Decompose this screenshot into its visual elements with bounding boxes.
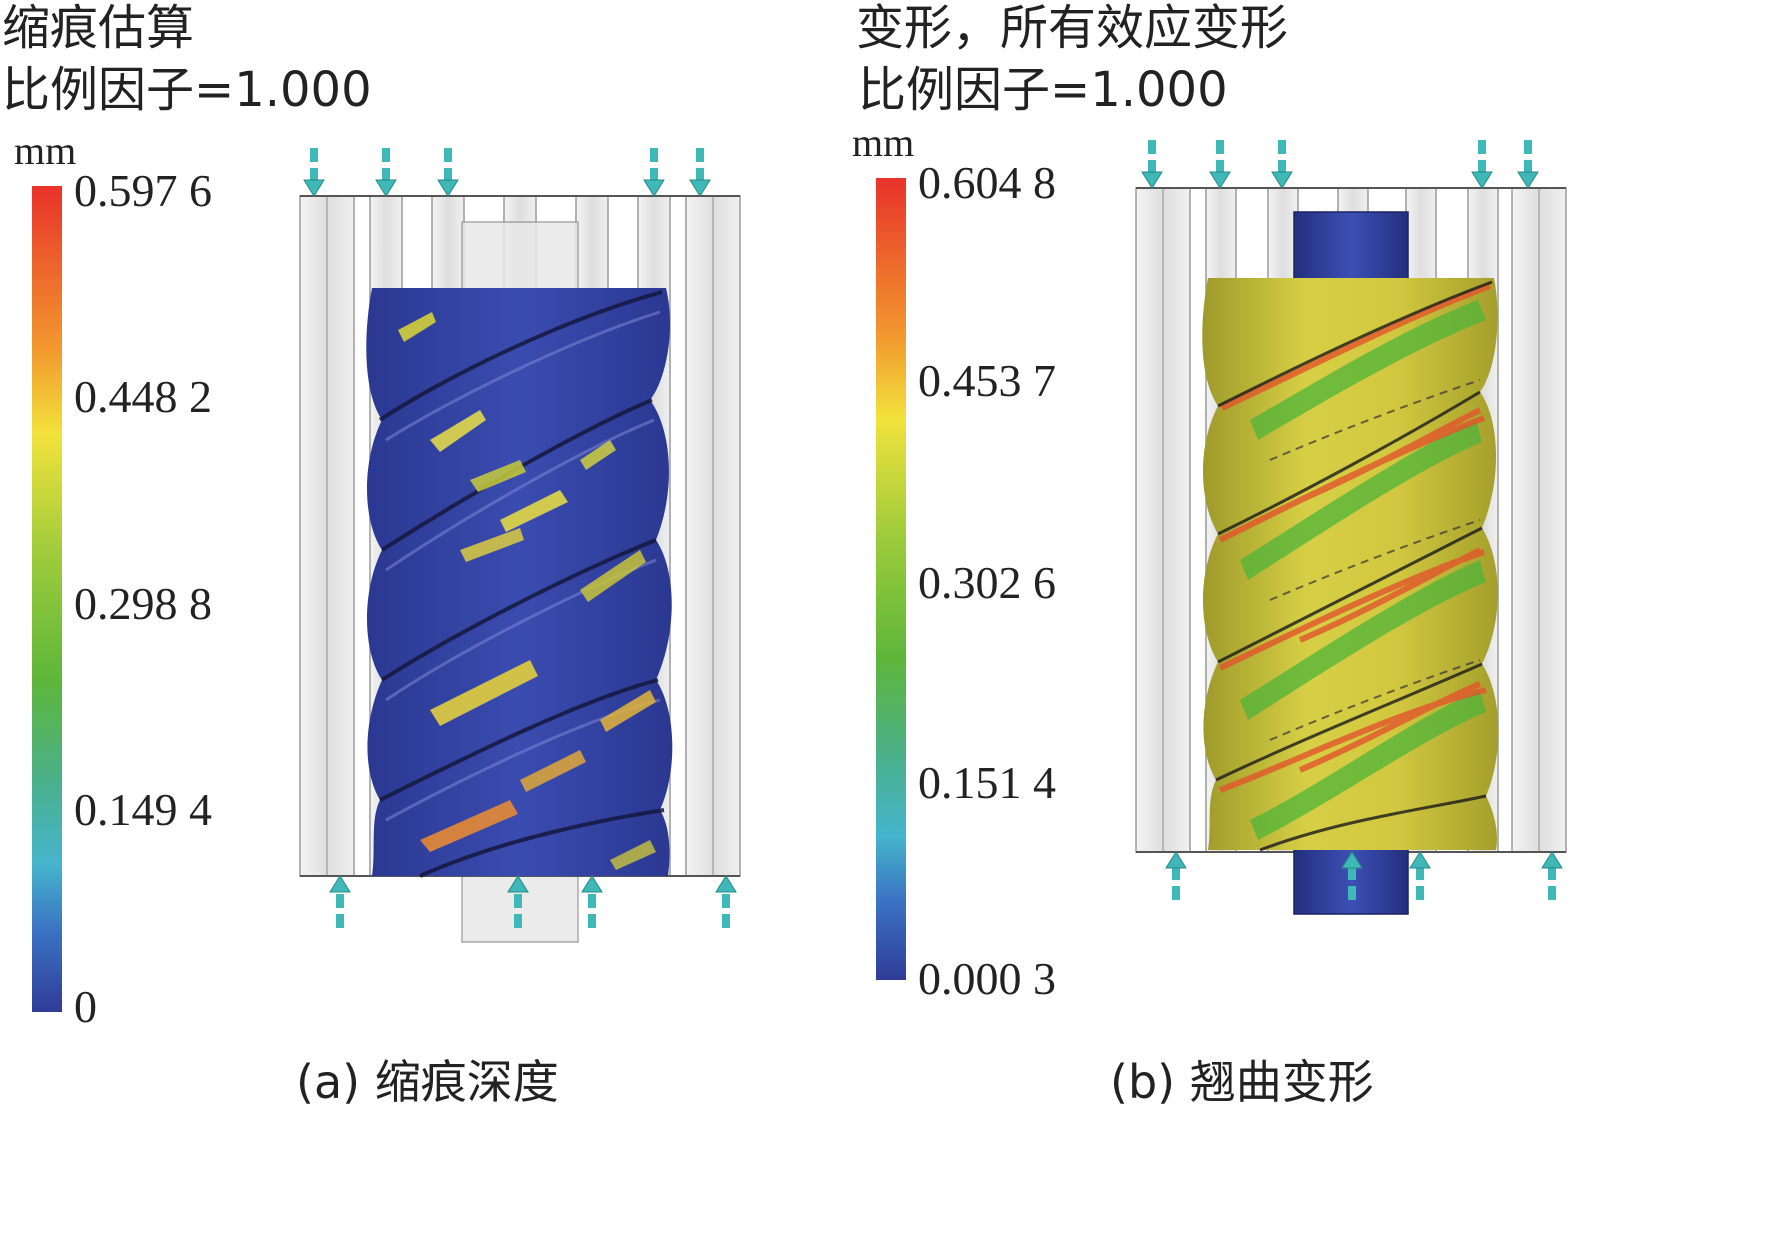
panel-b-tick-1: 0.453 7 <box>918 355 1056 406</box>
panel-a-model <box>299 148 741 943</box>
panel-a-title-line1: 缩痕估算 <box>2 0 194 56</box>
panel-a-tick-3: 0.149 4 <box>74 784 212 835</box>
panel-b-title-line2: 比例因子=1.000 <box>858 62 1228 118</box>
panel-a-tick-0: 0.597 6 <box>74 165 212 216</box>
panel-a-unit-label: mm <box>14 128 76 173</box>
panel-b-tick-2: 0.302 6 <box>918 557 1056 608</box>
panel-a-tick-4: 0 <box>74 981 97 1032</box>
panel-b-arrows <box>1148 140 1556 900</box>
panel-b-colorbar-ticks: 0.604 8 0.453 7 0.302 6 0.151 4 0.000 3 <box>918 157 1056 1004</box>
panel-a: 缩痕估算 比例因子=1.000 mm 0.597 6 0.448 2 0.298… <box>2 0 741 1109</box>
panel-a-arrows <box>310 148 730 928</box>
panel-b-tick-0: 0.604 8 <box>918 157 1056 208</box>
panel-a-title-line2: 比例因子=1.000 <box>2 62 372 118</box>
panel-b-helical-body <box>1202 278 1499 852</box>
panel-a-arrowheads <box>303 179 737 893</box>
panel-a-sink-hotspots <box>398 312 656 870</box>
panel-a-colorbar <box>32 186 62 1012</box>
panel-b-tick-3: 0.151 4 <box>918 757 1056 808</box>
panel-b-caption: (b) 翘曲变形 <box>1110 1055 1374 1109</box>
panel-a-helical-body <box>366 288 673 878</box>
panel-b-arrowheads <box>1141 171 1563 869</box>
panel-b: 变形，所有效应变形 比例因子=1.000 mm 0.604 8 0.453 7 … <box>852 0 1567 1109</box>
panel-b-colorbar <box>876 178 906 980</box>
panel-b-core-top <box>1293 211 1409 283</box>
panel-a-tick-1: 0.448 2 <box>74 371 212 422</box>
panel-a-tick-2: 0.298 8 <box>74 578 212 629</box>
panel-a-caption: (a) 缩痕深度 <box>296 1055 559 1109</box>
panel-b-title-line1: 变形，所有效应变形 <box>856 0 1288 56</box>
panel-b-unit-label: mm <box>852 120 914 165</box>
panel-b-model <box>1135 140 1567 915</box>
panel-a-colorbar-ticks: 0.597 6 0.448 2 0.298 8 0.149 4 0 <box>74 165 212 1032</box>
panel-b-tick-4: 0.000 3 <box>918 953 1056 1004</box>
